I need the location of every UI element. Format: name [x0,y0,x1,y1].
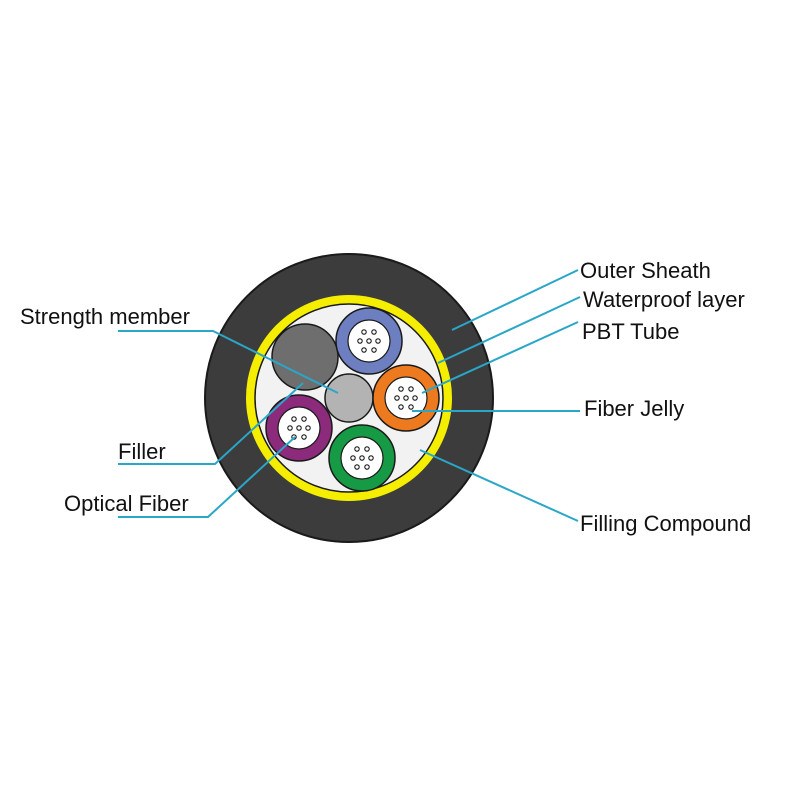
label-outer-sheath: Outer Sheath [580,258,711,283]
optical-fiber [398,404,404,410]
label-optical-fiber: Optical Fiber [64,491,189,516]
optical-fiber [350,455,356,461]
optical-fiber [408,404,414,410]
optical-fiber [364,464,370,470]
pbt-tube-purple [265,394,333,462]
leader-filling-compound [419,449,579,522]
label-filling-compound: Filling Compound [580,511,752,536]
optical-fiber [366,338,372,344]
filler [271,323,339,391]
optical-fiber [375,338,381,344]
optical-fiber [354,446,360,452]
label-pbt-tube: PBT Tube [582,319,680,344]
label-fiber-jelly: Fiber Jelly [584,396,685,421]
leader-optical-fiber [118,436,296,518]
optical-fiber [364,446,370,452]
optical-fiber [403,395,409,401]
pbt-tube-blue [335,307,403,375]
pbt-tube-orange [372,364,440,432]
leader-waterproof-layer [437,296,581,364]
optical-fiber [371,347,377,353]
optical-fiber [408,386,414,392]
optical-fiber [305,425,311,431]
pbt-tube-green [328,424,396,492]
strength-member [324,373,374,423]
optical-fiber [412,395,418,401]
optical-fiber [301,416,307,422]
optical-fiber [394,395,400,401]
optical-fiber [361,329,367,335]
optical-fiber [359,455,365,461]
optical-fiber [371,329,377,335]
optical-fiber [291,416,297,422]
optical-fiber [354,464,360,470]
label-strength-member: Strength member [20,304,190,329]
optical-fiber [287,425,293,431]
leader-pbt-tube [421,321,579,394]
label-waterproof-layer: Waterproof layer [583,287,745,312]
optical-fiber [296,425,302,431]
optical-fiber [368,455,374,461]
leader-strength-member [118,330,339,394]
optical-fiber [398,386,404,392]
leader-lines [118,269,581,522]
leader-outer-sheath [451,269,579,331]
leader-filler [118,382,304,465]
optical-fiber [357,338,363,344]
optical-fiber [361,347,367,353]
label-filler: Filler [118,439,166,464]
optical-fiber [301,434,307,440]
